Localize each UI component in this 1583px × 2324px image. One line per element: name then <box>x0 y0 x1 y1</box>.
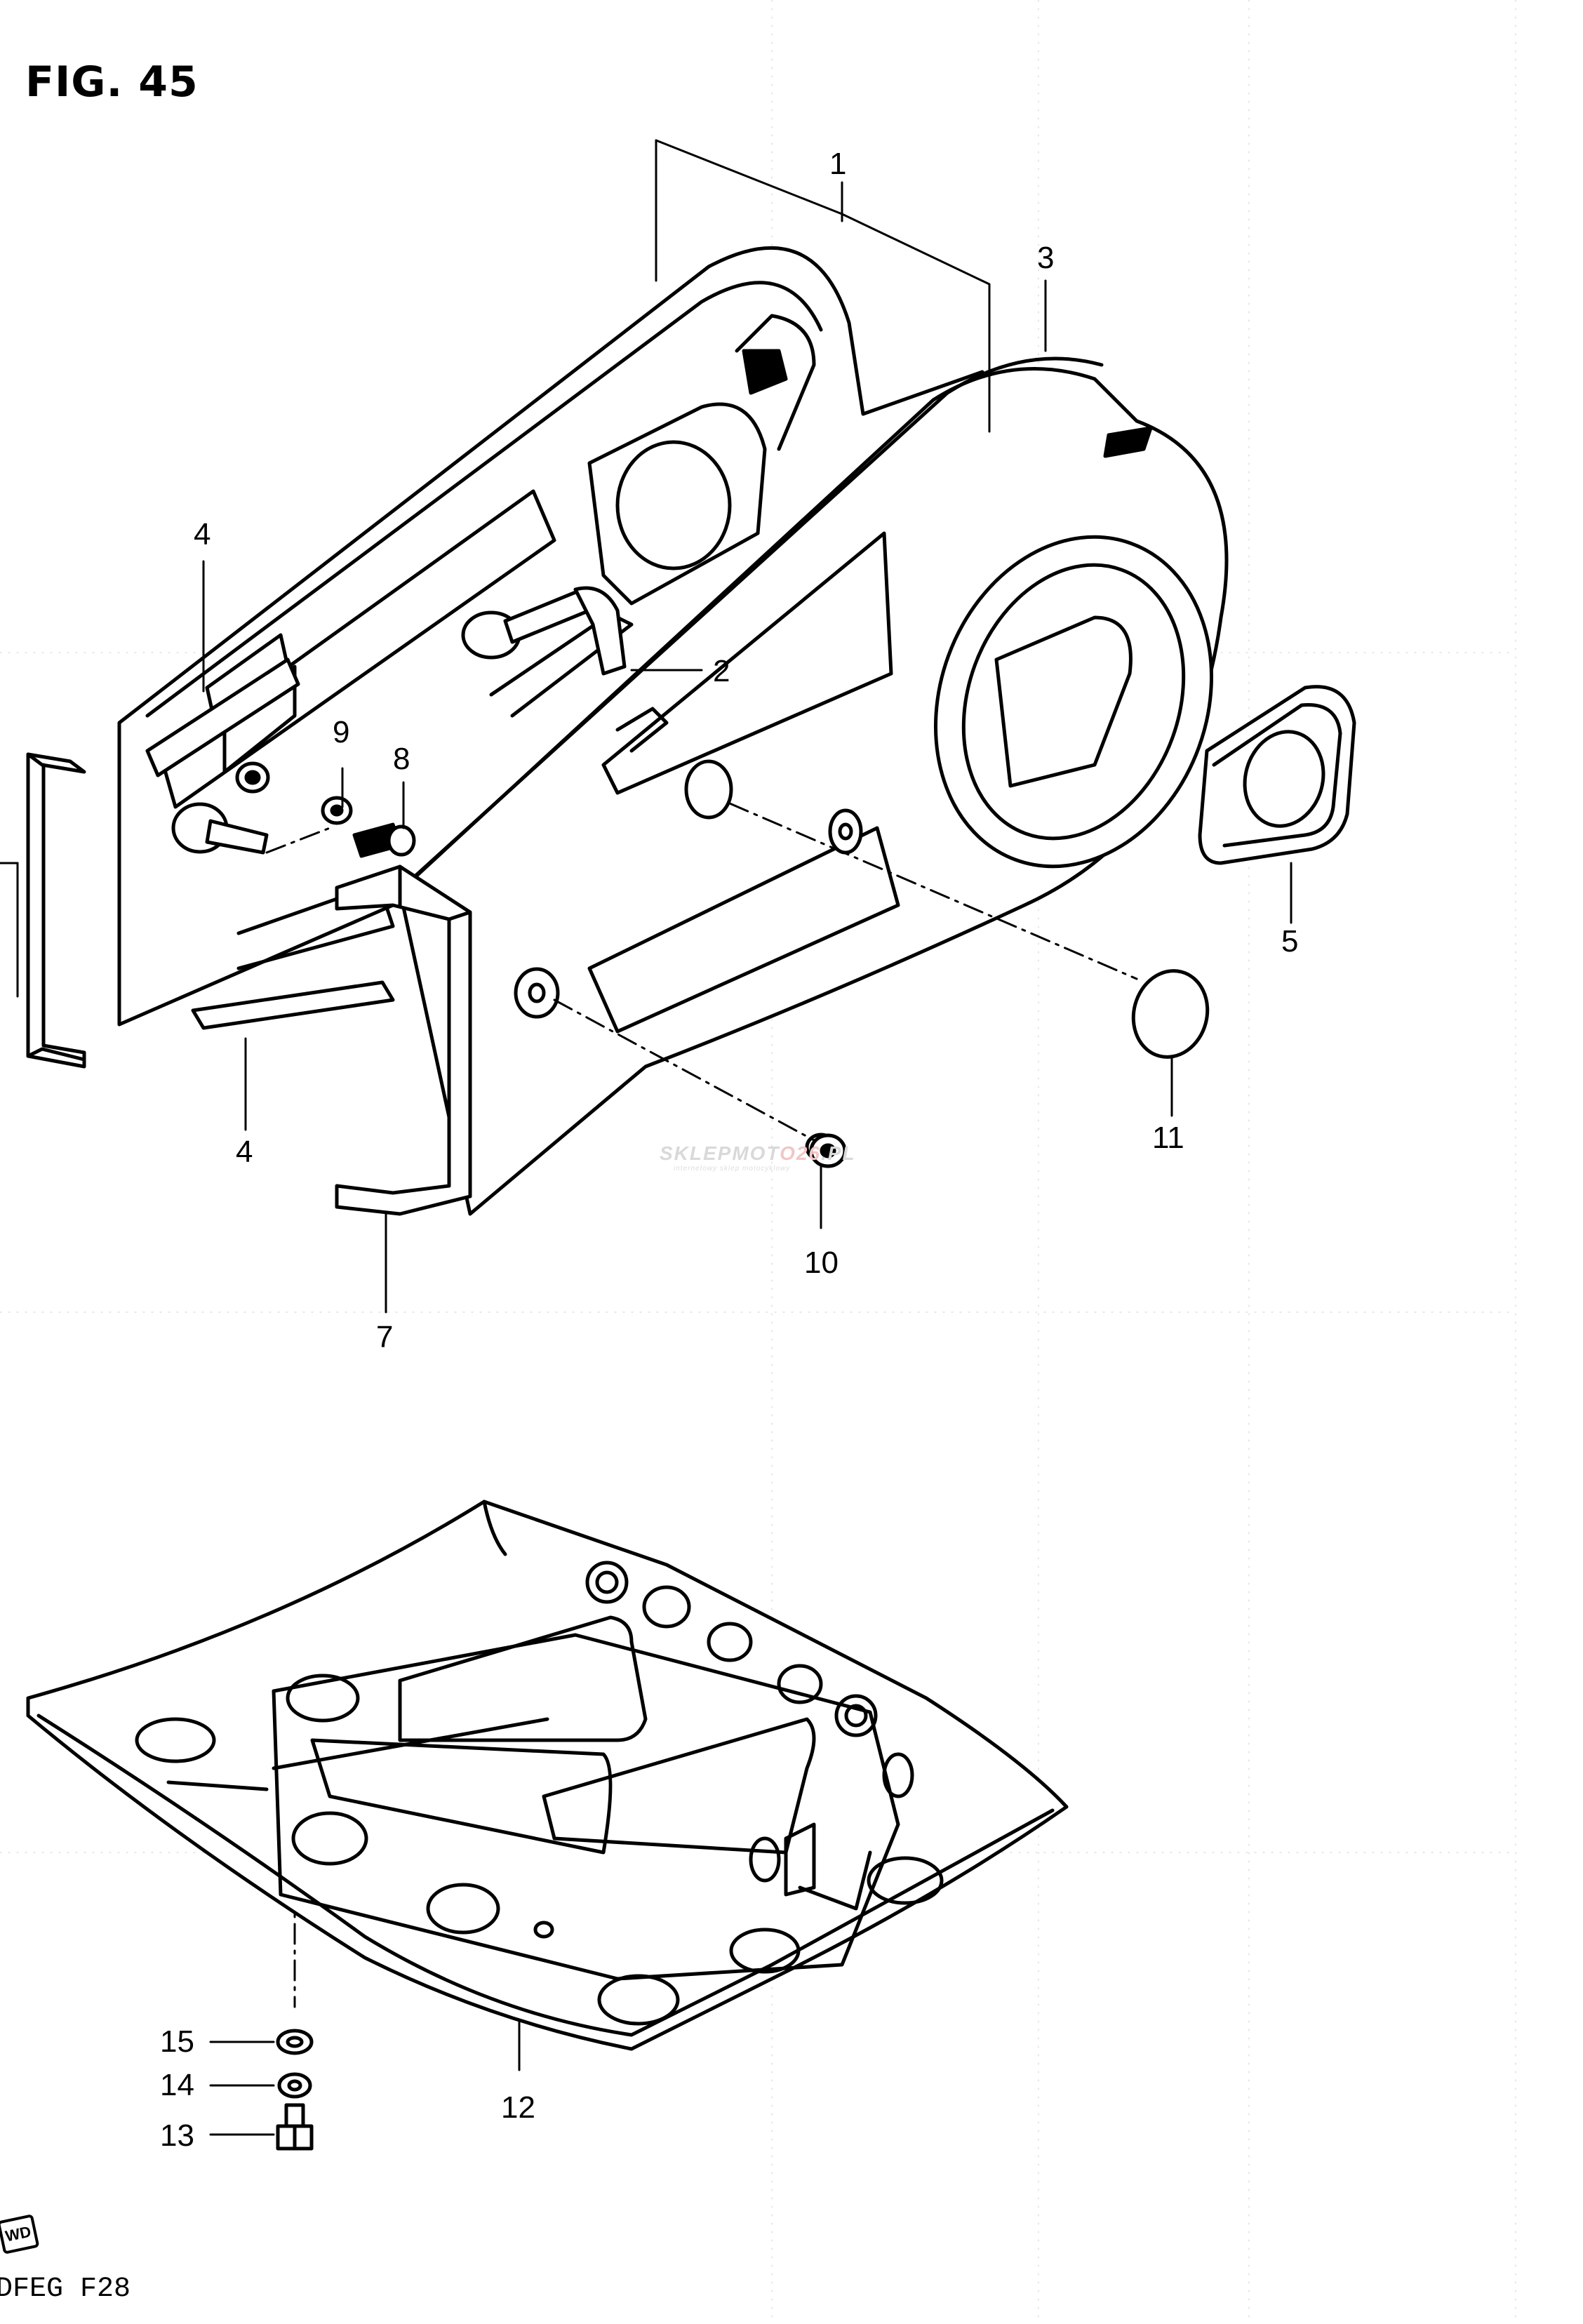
callout-8: 8 <box>393 742 410 776</box>
callout-1: 1 <box>829 147 847 181</box>
callout-5: 5 <box>1281 924 1299 959</box>
watermark-left: SKLEPMOT <box>660 1142 780 1164</box>
figure-code: DFEG F28 <box>0 2273 131 2305</box>
leader-lines <box>0 139 1293 2136</box>
case-brackets <box>26 752 472 1216</box>
callout-11: 11 <box>1152 1121 1184 1155</box>
skid-plate-fasteners <box>276 2029 314 2151</box>
callout-12: 12 <box>501 2090 535 2125</box>
figure-title: FIG. 45 <box>25 58 199 107</box>
inspection-plug <box>1131 969 1210 1059</box>
callout-3: 3 <box>1037 241 1055 275</box>
callout-2: 2 <box>713 654 730 688</box>
callout-4-bottom: 4 <box>236 1135 253 1169</box>
inner-chain-case <box>117 246 984 1027</box>
outer-chain-case <box>398 356 1229 1216</box>
callout-7: 7 <box>376 1320 394 1354</box>
watermark-subtitle: internetowy sklep motocyklowy <box>674 1165 791 1173</box>
watermark: SKLEPMOTO26.PL internetowy sklep motocyk… <box>660 1142 856 1173</box>
callout-10: 10 <box>804 1246 839 1280</box>
callout-14: 14 <box>160 2068 194 2102</box>
studs-and-bolts <box>171 586 837 1162</box>
chain-guide-rails <box>145 657 395 1030</box>
watermark-mid: O26 <box>780 1142 821 1164</box>
skid-plate <box>26 1500 1069 2051</box>
callout-4-top: 4 <box>194 517 211 552</box>
callout-9: 9 <box>333 715 350 749</box>
callout-15: 15 <box>160 2024 194 2059</box>
window-grommet <box>1198 685 1356 865</box>
callout-13: 13 <box>160 2118 194 2153</box>
watermark-right: .PL <box>821 1142 856 1164</box>
case-nut <box>809 1133 847 1168</box>
